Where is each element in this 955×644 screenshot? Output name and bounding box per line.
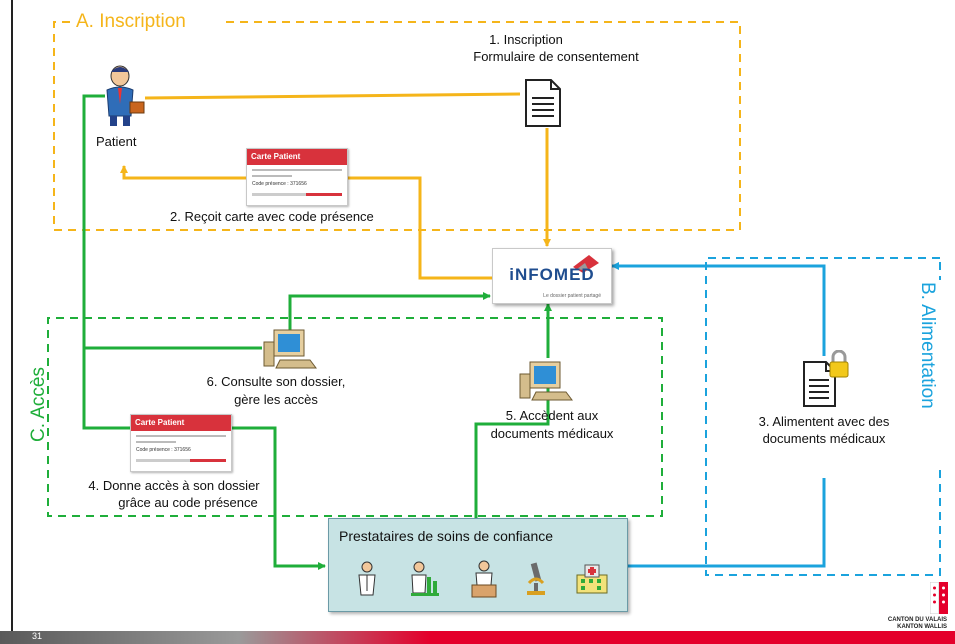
step6-label-line2: gère les accès bbox=[234, 392, 318, 407]
card-title-2: Carte Patient bbox=[131, 415, 231, 431]
patient-access-line bbox=[82, 94, 130, 430]
patient-label: Patient bbox=[96, 134, 137, 149]
section-b-frame bbox=[705, 257, 941, 576]
step6-label-line1: 6. Consulte son dossier, bbox=[206, 374, 346, 389]
step4-label-line2: grâce au code présence bbox=[118, 495, 258, 510]
step3-label-line2: documents médicaux bbox=[762, 431, 886, 446]
step5-label-line1: 5. Accèdent aux bbox=[505, 408, 599, 423]
infomed-logo-icon bbox=[573, 255, 599, 273]
section-c-frame bbox=[47, 317, 663, 517]
step1-label-line1: 1. Inscription bbox=[489, 32, 563, 47]
locked-document-icon bbox=[803, 350, 849, 407]
infomed-logo: iNFOMED bbox=[509, 265, 595, 284]
computer-to-infomed-arrow bbox=[288, 292, 491, 332]
computer-icon bbox=[263, 329, 317, 369]
doctor-icon bbox=[358, 561, 376, 596]
hospital-icon bbox=[576, 564, 608, 594]
footer-bar bbox=[0, 631, 955, 644]
patient-card-top: Carte Patient Code présence : 371656 bbox=[246, 148, 348, 206]
card-to-prestataires-arrow bbox=[232, 426, 326, 570]
canton-line1: CANTON DU VALAIS bbox=[887, 617, 947, 623]
canton-label: CANTON DU VALAIS KANTON WALLIS bbox=[888, 617, 947, 631]
prestataires-to-doc-line bbox=[628, 478, 826, 568]
prestataires-box: Prestataires de soins de confiance bbox=[328, 518, 628, 612]
infomed-to-patient-arrow bbox=[120, 165, 492, 280]
step4-label-line1: 4. Donne accès à son dossier bbox=[88, 478, 260, 493]
step5-label-line2: documents médicaux bbox=[490, 426, 614, 441]
computer-icon-2 bbox=[519, 361, 573, 401]
canton-crest-icon bbox=[930, 582, 948, 614]
step1-label-line2: Formulaire de consentement bbox=[473, 49, 639, 64]
prestataires-title: Prestataires de soins de confiance bbox=[339, 528, 554, 544]
patient-card-bottom: Carte Patient Code présence : 371656 bbox=[130, 414, 232, 472]
card-code-2: Code présence : 371656 bbox=[136, 447, 191, 453]
nurse-icon bbox=[471, 560, 497, 598]
lab-icon bbox=[411, 561, 439, 596]
card-code: Code présence : 371656 bbox=[252, 181, 307, 187]
page-number: 31 bbox=[32, 631, 43, 641]
card-title: Carte Patient bbox=[247, 149, 347, 165]
patient-to-form-line bbox=[144, 92, 521, 100]
infomed-platform: iNFOMED Le dossier patient partagé bbox=[492, 248, 612, 304]
step2-label: 2. Reçoit carte avec code présence bbox=[170, 209, 374, 224]
section-b-title: B. Alimentation bbox=[917, 282, 938, 409]
canton-line2: KANTON WALLIS bbox=[897, 624, 947, 630]
section-a-frame bbox=[53, 21, 741, 231]
infomed-tagline: Le dossier patient partagé bbox=[543, 293, 601, 299]
doc-to-infomed-arrow bbox=[611, 262, 826, 356]
step3-label-line1: 3. Alimentent avec des bbox=[758, 414, 890, 429]
section-c-title: C. Accès bbox=[28, 367, 49, 442]
patient-person-icon bbox=[106, 65, 145, 126]
section-a-title: A. Inscription bbox=[76, 11, 186, 32]
microscope-icon bbox=[527, 562, 545, 595]
document-icon bbox=[525, 79, 561, 127]
